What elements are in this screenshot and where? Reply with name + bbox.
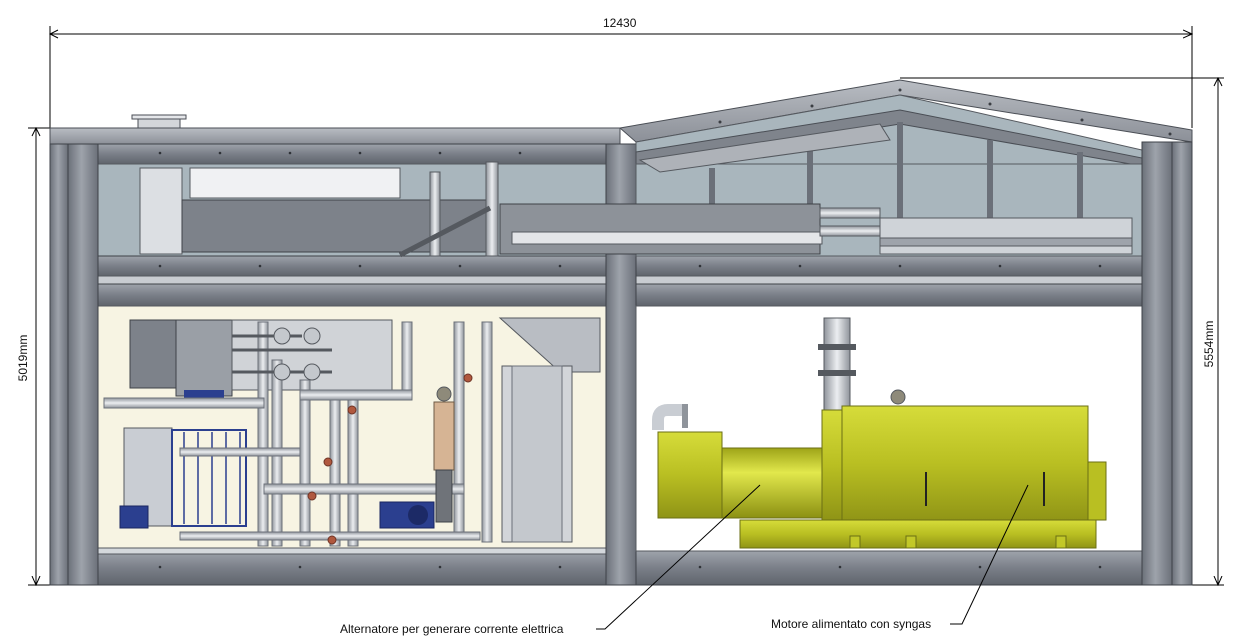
left-height-dimension: 5019mm: [16, 334, 30, 382]
dimension-lines: [28, 26, 1224, 585]
callout-leaders: [596, 484, 1029, 630]
genset: [652, 317, 1107, 549]
alternator-callout: Alternatore per generare corrente elettr…: [340, 622, 564, 636]
frame-rivets: [158, 151, 1102, 569]
engine-callout: Motore alimentato con syngas: [771, 617, 932, 631]
upper-ducting: [139, 123, 1133, 258]
right-height-dimension: 5554mm: [1202, 320, 1216, 368]
overall-length-dimension: 12430: [603, 16, 637, 30]
process-equipment: [103, 317, 601, 547]
